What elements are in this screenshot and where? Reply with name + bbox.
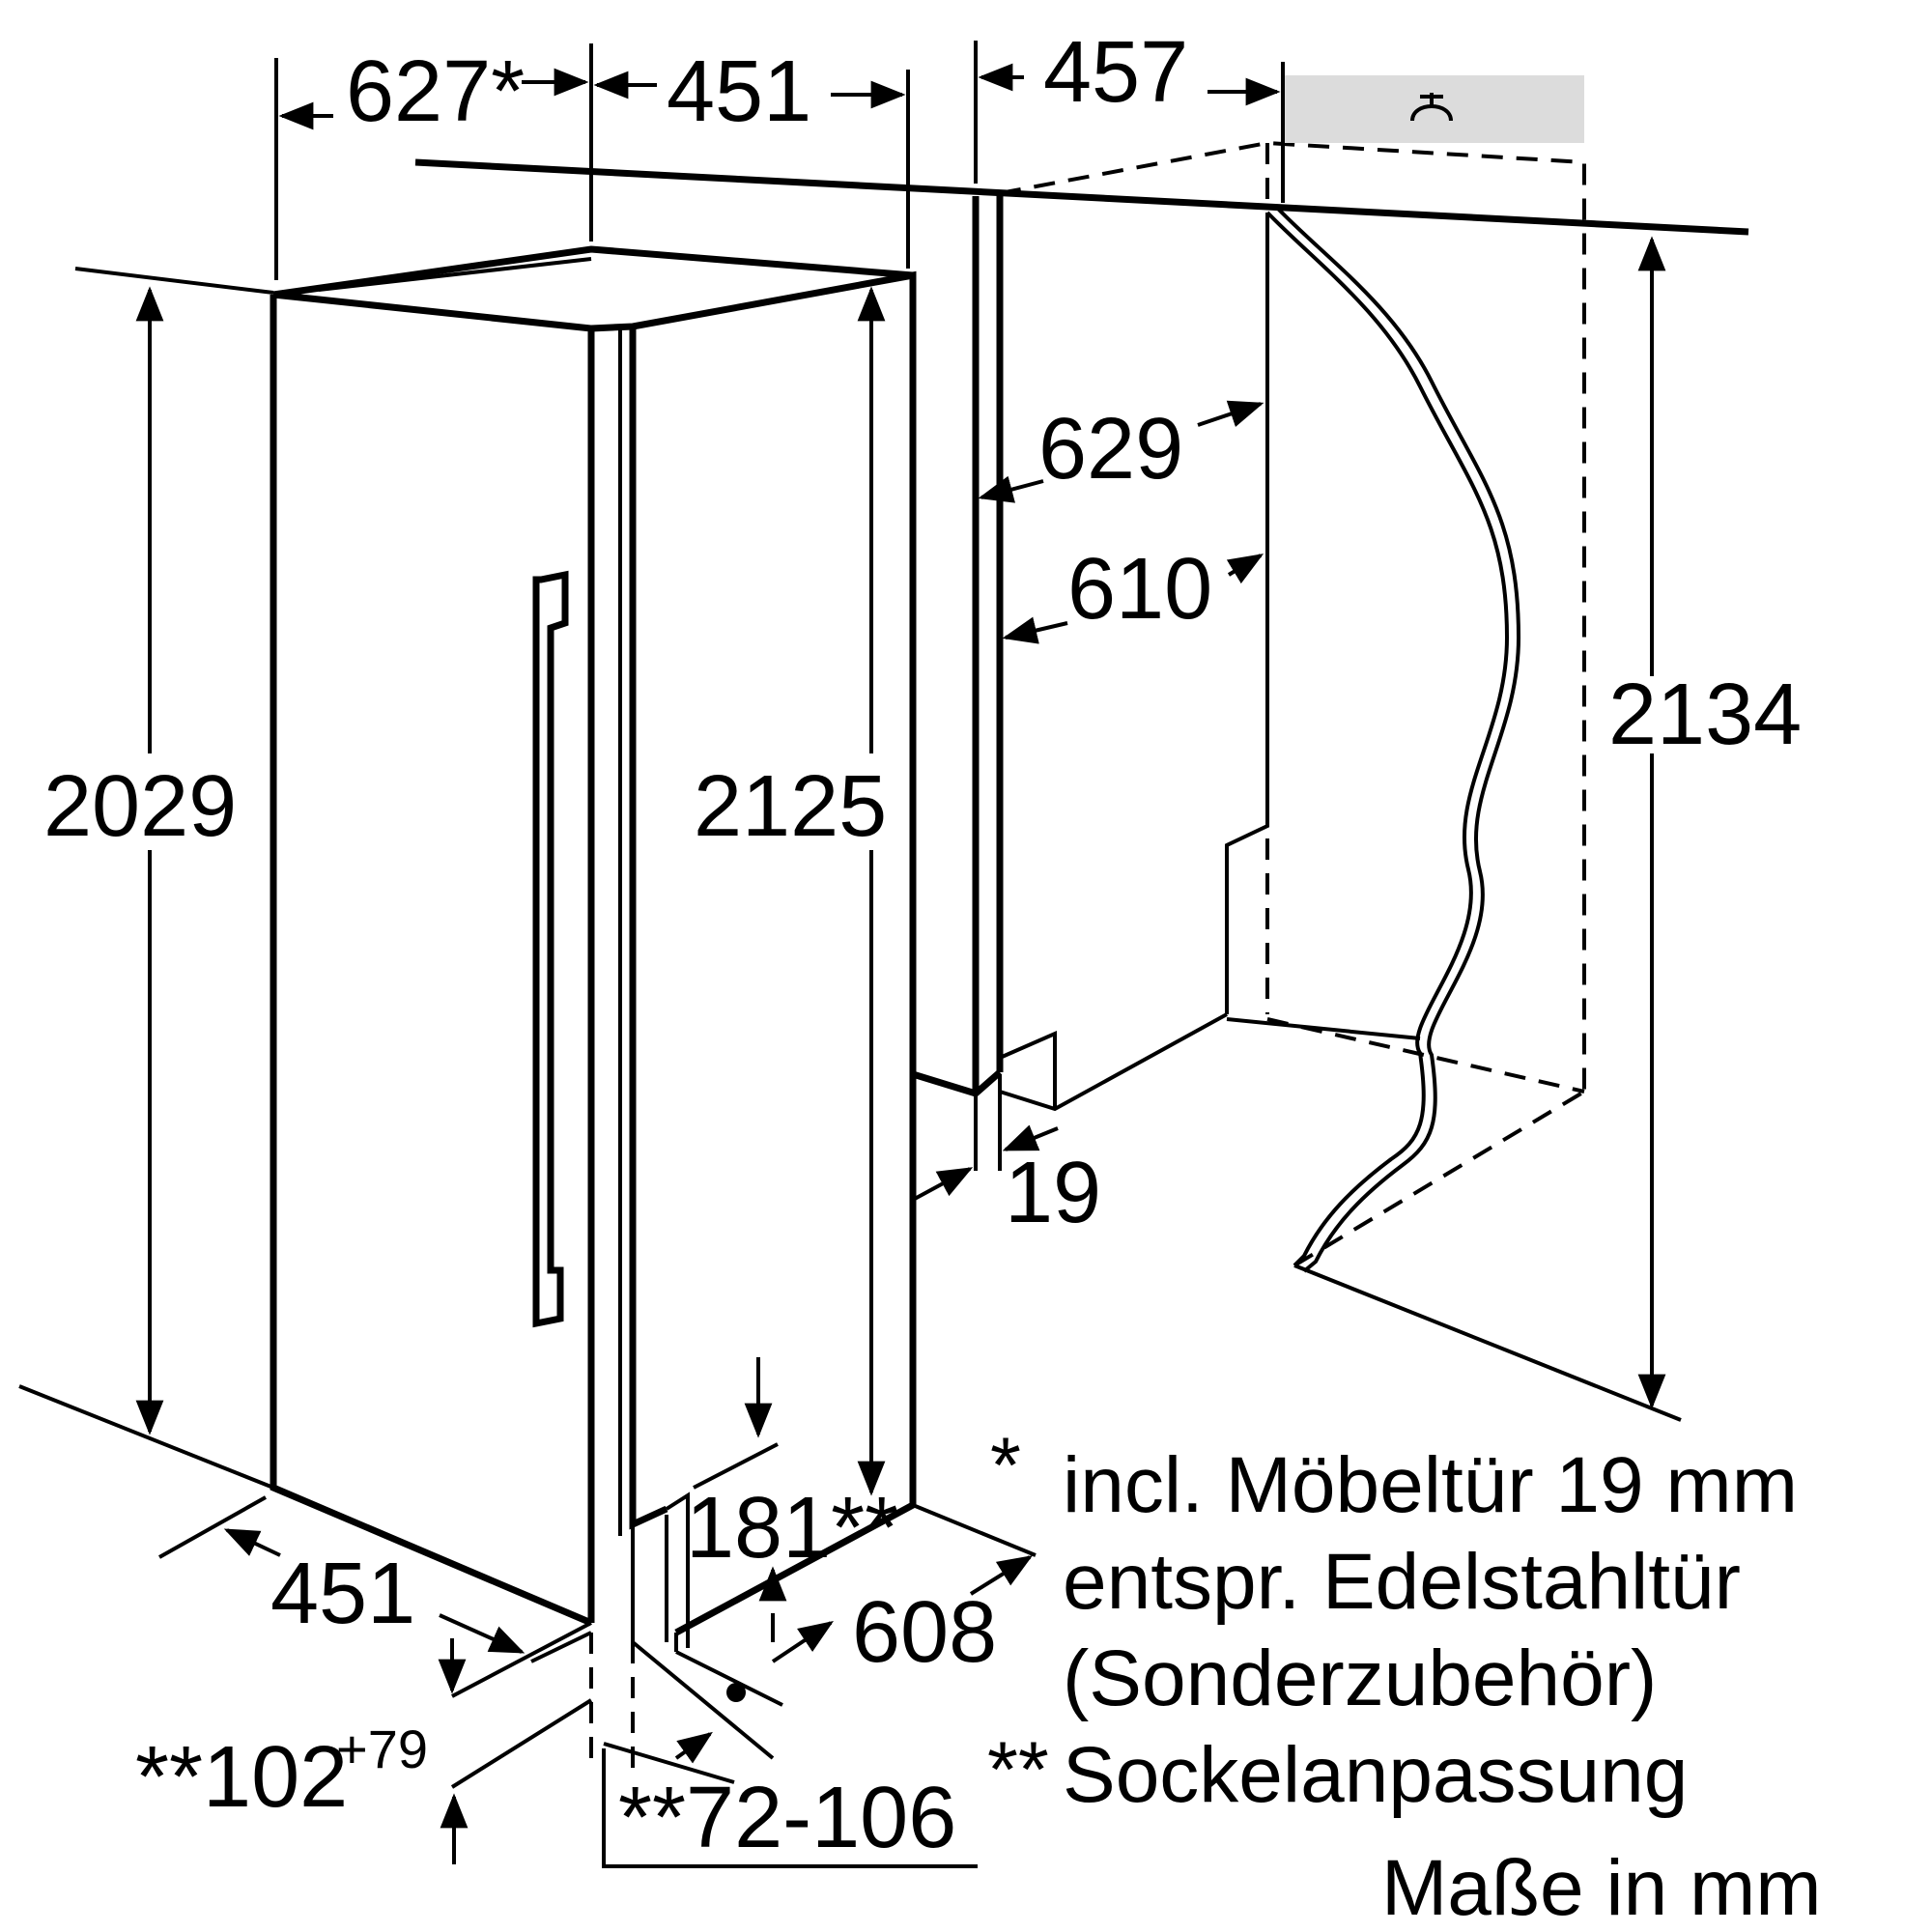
units-note: Maße in mm bbox=[1381, 1844, 1822, 1932]
legend: * incl. Möbeltür 19 mm entspr. Edelstahl… bbox=[987, 1422, 1822, 1932]
legend-star2-mark: ** bbox=[987, 1726, 1049, 1814]
installation-niche bbox=[414, 140, 1749, 1422]
door-handle bbox=[532, 570, 569, 1328]
dimension-lines bbox=[18, 41, 1666, 1868]
appliance-body bbox=[270, 245, 917, 1652]
dim-2134: 2134 bbox=[1608, 667, 1802, 763]
dim-451-top: 451 bbox=[667, 43, 811, 140]
dim-72-106: **72-106 bbox=[618, 1770, 956, 1866]
dim-2029: 2029 bbox=[43, 758, 237, 855]
legend-star1-line2: entspr. Edelstahltür bbox=[1063, 1538, 1741, 1626]
dim-451-bottom: 451 bbox=[270, 1546, 415, 1642]
dim-19: 19 bbox=[1005, 1145, 1101, 1241]
power-socket-panel bbox=[1283, 75, 1584, 143]
dim-102: **102 bbox=[135, 1729, 348, 1826]
ventilation-dot-icon bbox=[726, 1683, 746, 1702]
dim-627: 627* bbox=[346, 43, 525, 140]
legend-star1-line1: incl. Möbeltür 19 mm bbox=[1063, 1441, 1798, 1529]
dim-610: 610 bbox=[1067, 541, 1212, 638]
dim-457: 457 bbox=[1043, 24, 1188, 121]
dim-102-tolerance: +79 bbox=[336, 1719, 428, 1779]
legend-star1-line3: (Sonderzubehör) bbox=[1063, 1634, 1657, 1722]
power-socket-icon bbox=[1410, 93, 1453, 122]
dim-181: 181** bbox=[686, 1480, 898, 1577]
dim-2125: 2125 bbox=[694, 758, 887, 855]
dim-608: 608 bbox=[852, 1584, 997, 1681]
legend-star1-mark: * bbox=[990, 1422, 1021, 1510]
legend-star2-text: Sockelanpassung bbox=[1063, 1731, 1688, 1819]
dim-629: 629 bbox=[1038, 401, 1183, 497]
